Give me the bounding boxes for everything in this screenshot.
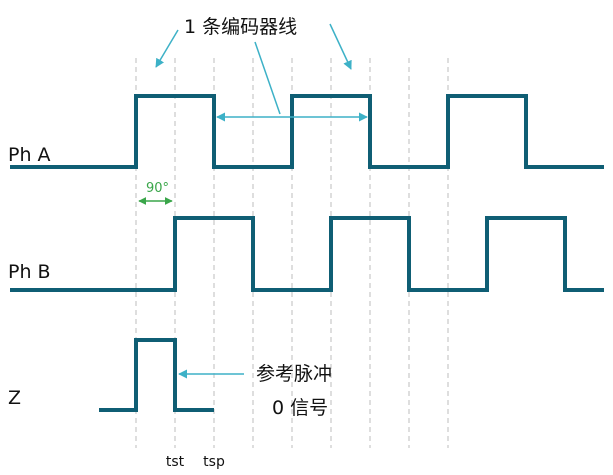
reference-note-line2: 0 信号 xyxy=(272,397,328,419)
phase-b-label: Ph B xyxy=(8,261,51,283)
z-label: Z xyxy=(8,387,21,409)
title-note: 1 条编码器线 xyxy=(184,16,297,38)
title-arrow-middle xyxy=(254,41,281,115)
tick-label-tsp: tsp xyxy=(203,454,225,470)
phase-a-waveform xyxy=(10,94,604,169)
reference-note-line1: 参考脉冲 xyxy=(256,363,332,385)
phase-a-label: Ph A xyxy=(8,144,51,166)
title-arrow-right xyxy=(329,23,352,70)
phase-angle-label: 90° xyxy=(146,181,169,196)
tick-label-tst: tst xyxy=(166,454,185,470)
z-pulse-waveform xyxy=(99,338,214,412)
title-arrow-left xyxy=(155,29,179,68)
phase-b-waveform xyxy=(10,216,604,292)
